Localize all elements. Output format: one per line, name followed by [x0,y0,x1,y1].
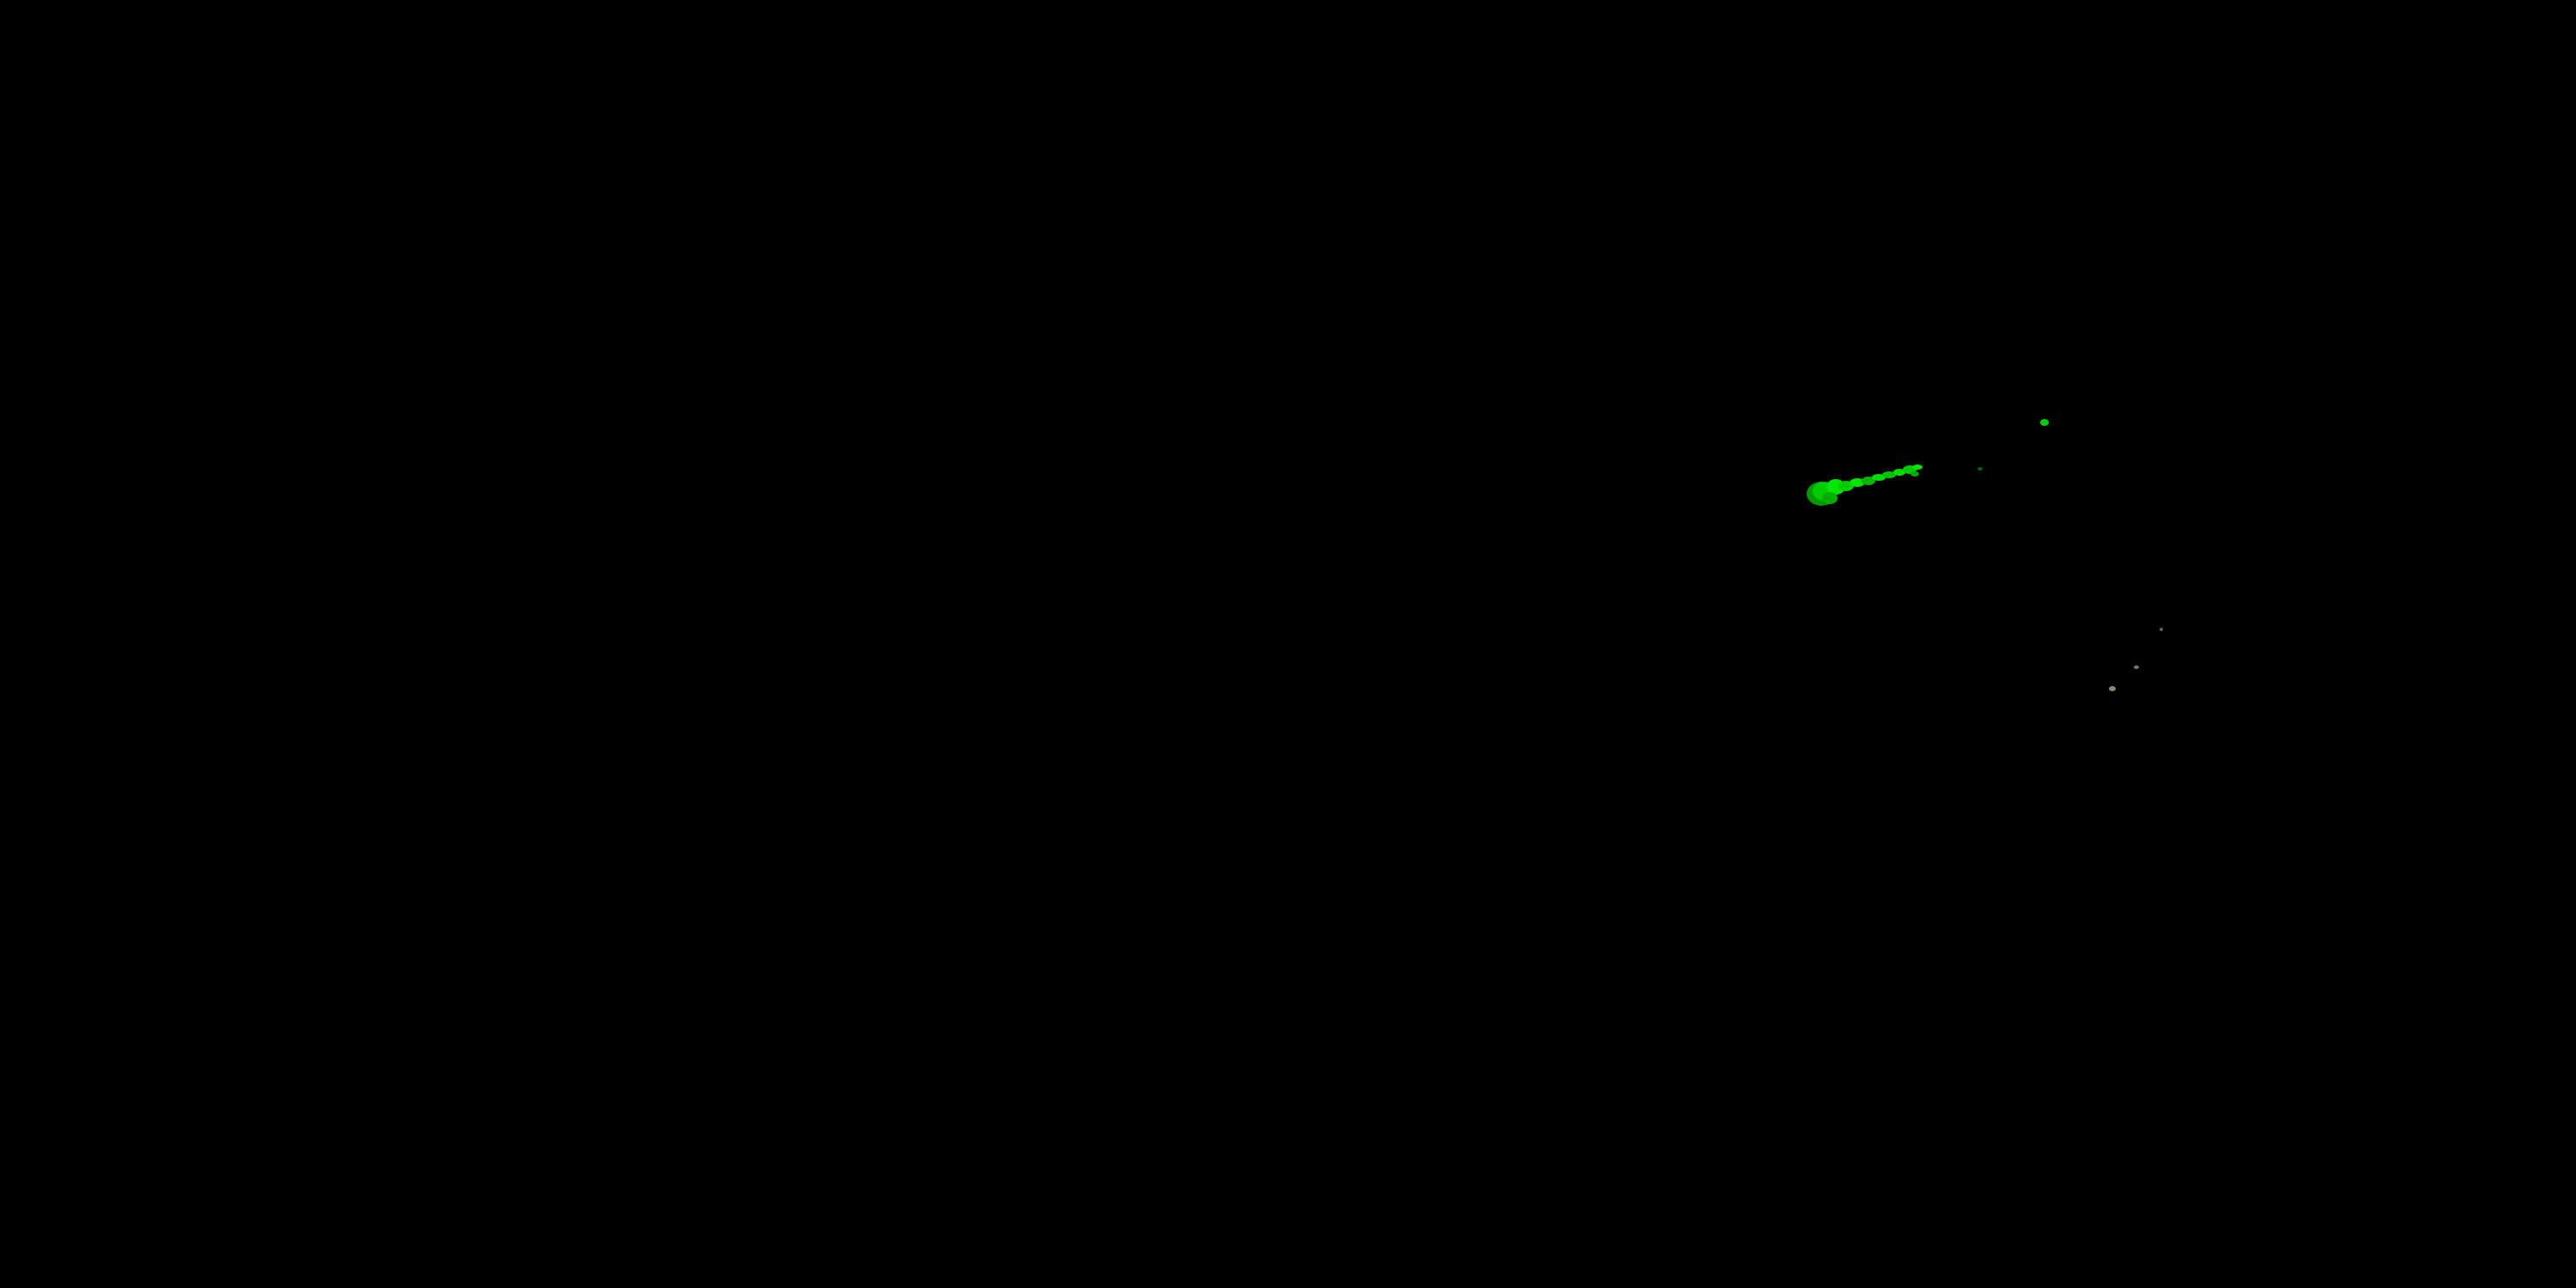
radar-echo-main-band [1912,465,1923,470]
radar-echo-faint-speck [2134,665,2139,669]
radar-echo-main-band [1850,478,1865,487]
radar-echo-isolated-cell [1978,467,1983,471]
radar-echo-faint-speck [2109,686,2116,691]
radar-echo-main-band [1822,492,1838,504]
radar-echo-main-band [1893,469,1905,476]
radar-echo-main-band [1862,477,1875,485]
radar-echo-main-band [1911,471,1919,477]
radar-echo-faint-speck [2160,628,2163,631]
radar-echo-main-band [1882,471,1896,478]
radar-echo-isolated-cell [2040,419,2049,426]
echo-group [1807,419,2163,691]
radar-echo-main-band [1872,474,1886,481]
